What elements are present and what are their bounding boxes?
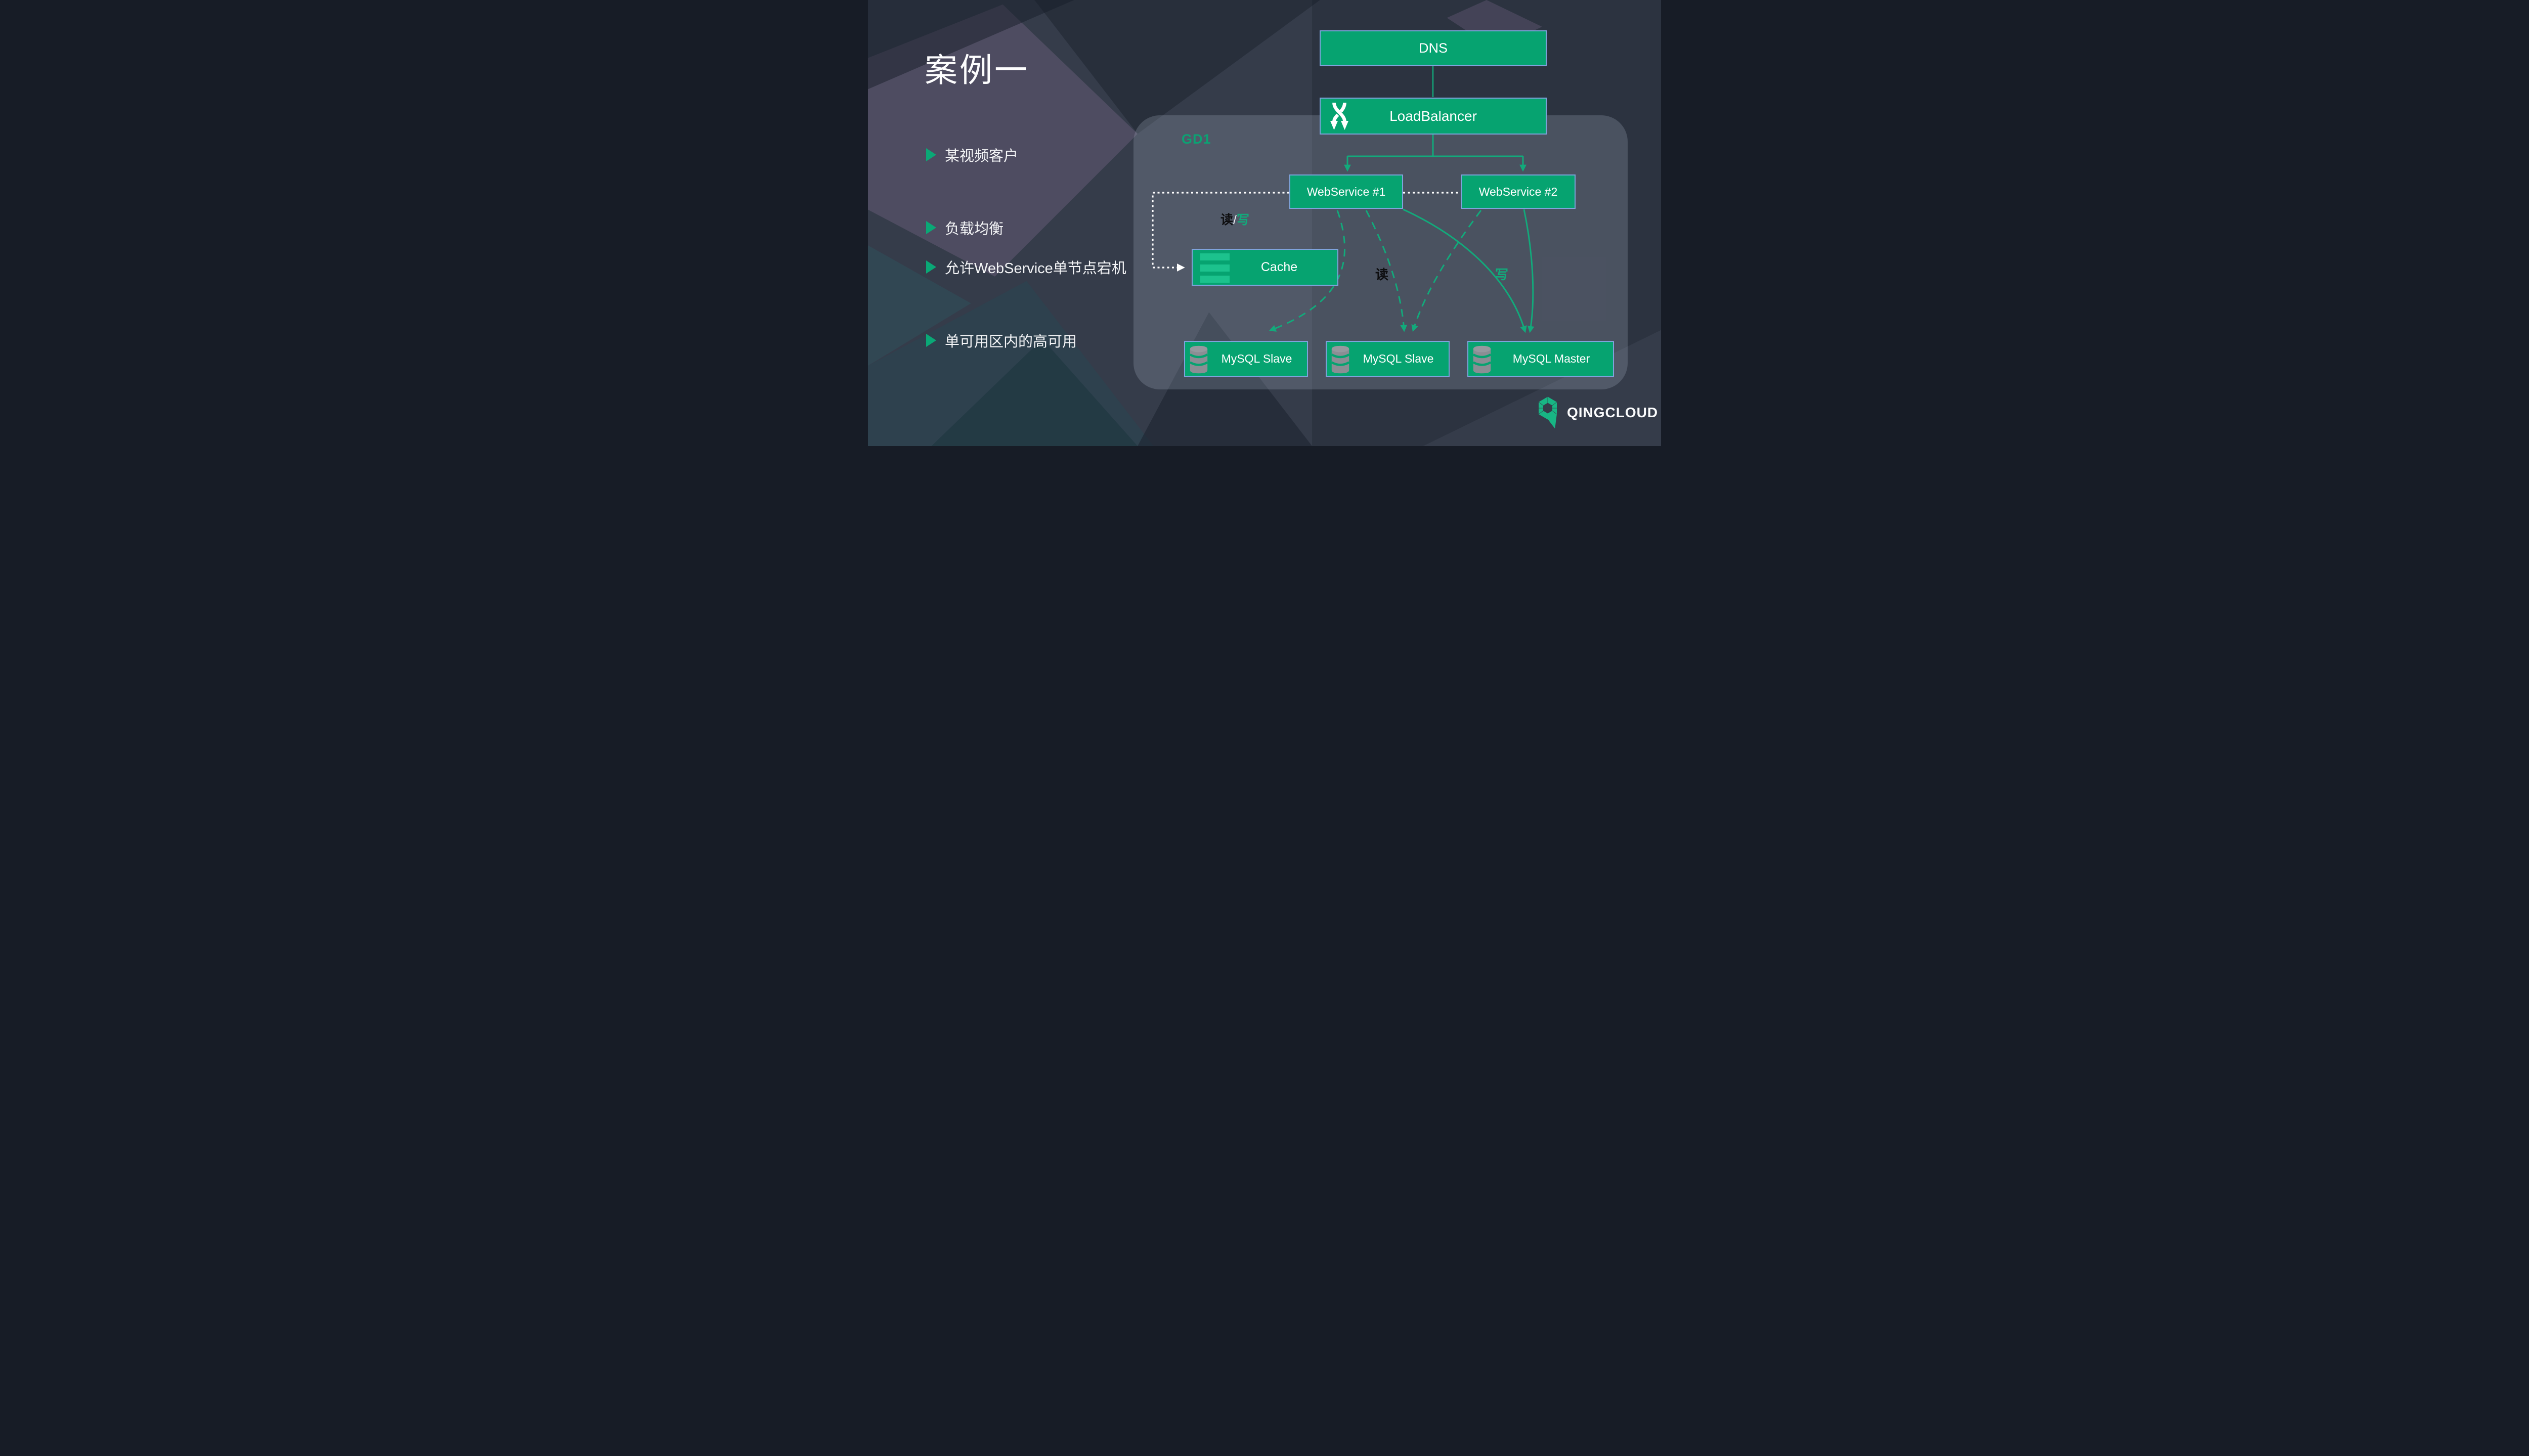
page-title: 案例一	[925, 52, 1030, 89]
zone-gd1-label: GD1	[1182, 131, 1211, 147]
node-loadbalancer: LoadBalancer	[1320, 98, 1547, 135]
node-mysql-slave-2: MySQL Slave	[1326, 341, 1450, 377]
bullet-item: 允许WebService单节点宕机	[926, 256, 1126, 278]
cache-read-write-label: 读/写	[1220, 210, 1249, 228]
slide: 案例一 某视频客户 负载均衡 允许WebService单节点宕机 单可用区内的高…	[868, 0, 1661, 446]
bullet-triangle-icon	[926, 221, 936, 234]
bullet-triangle-icon	[926, 260, 936, 274]
database-icon	[1472, 345, 1492, 374]
node-cache: Cache	[1192, 249, 1338, 286]
read-edge-label: 读	[1375, 267, 1389, 282]
bullet-item: 负载均衡	[926, 217, 1004, 238]
node-dns: DNS	[1320, 30, 1547, 66]
node-dns-label: DNS	[1418, 40, 1448, 56]
bullet-label: 某视频客户	[945, 148, 1019, 164]
qingcloud-logo: QINGCLOUD	[1535, 396, 1658, 429]
node-webservice-1: WebService #1	[1289, 174, 1403, 209]
qingcloud-logo-icon	[1538, 396, 1557, 429]
bullet-label: 允许WebService单节点宕机	[945, 260, 1126, 277]
cache-read-label: 读	[1220, 213, 1234, 227]
bullet-triangle-icon	[926, 148, 936, 161]
database-icon	[1189, 345, 1208, 374]
cache-separator-label: /	[1233, 213, 1237, 227]
bullet-triangle-icon	[926, 334, 936, 347]
node-webservice-1-label: WebService #1	[1306, 185, 1386, 198]
shuffle-icon	[1330, 102, 1348, 130]
cache-write-label: 写	[1236, 213, 1249, 227]
node-mysql-slave-1: MySQL Slave	[1184, 341, 1308, 377]
bullet-label: 单可用区内的高可用	[945, 334, 1077, 350]
bullet-item: 单可用区内的高可用	[926, 330, 1077, 351]
node-webservice-2-label: WebService #2	[1478, 185, 1558, 198]
node-cache-label: Cache	[1260, 260, 1298, 274]
cache-icon	[1200, 253, 1230, 283]
bullet-item: 某视频客户	[926, 144, 1018, 165]
node-loadbalancer-label: LoadBalancer	[1389, 108, 1477, 124]
node-webservice-2: WebService #2	[1461, 174, 1576, 209]
node-mysql-slave-1-label: MySQL Slave	[1221, 352, 1292, 365]
node-mysql-master-label: MySQL Master	[1512, 352, 1590, 365]
qingcloud-logo-text: QINGCLOUD	[1567, 405, 1659, 420]
node-mysql-slave-2-label: MySQL Slave	[1363, 352, 1434, 365]
bullet-label: 负载均衡	[945, 221, 1004, 237]
node-mysql-master: MySQL Master	[1467, 341, 1614, 377]
database-icon	[1331, 345, 1350, 374]
write-edge-label: 写	[1495, 267, 1509, 282]
